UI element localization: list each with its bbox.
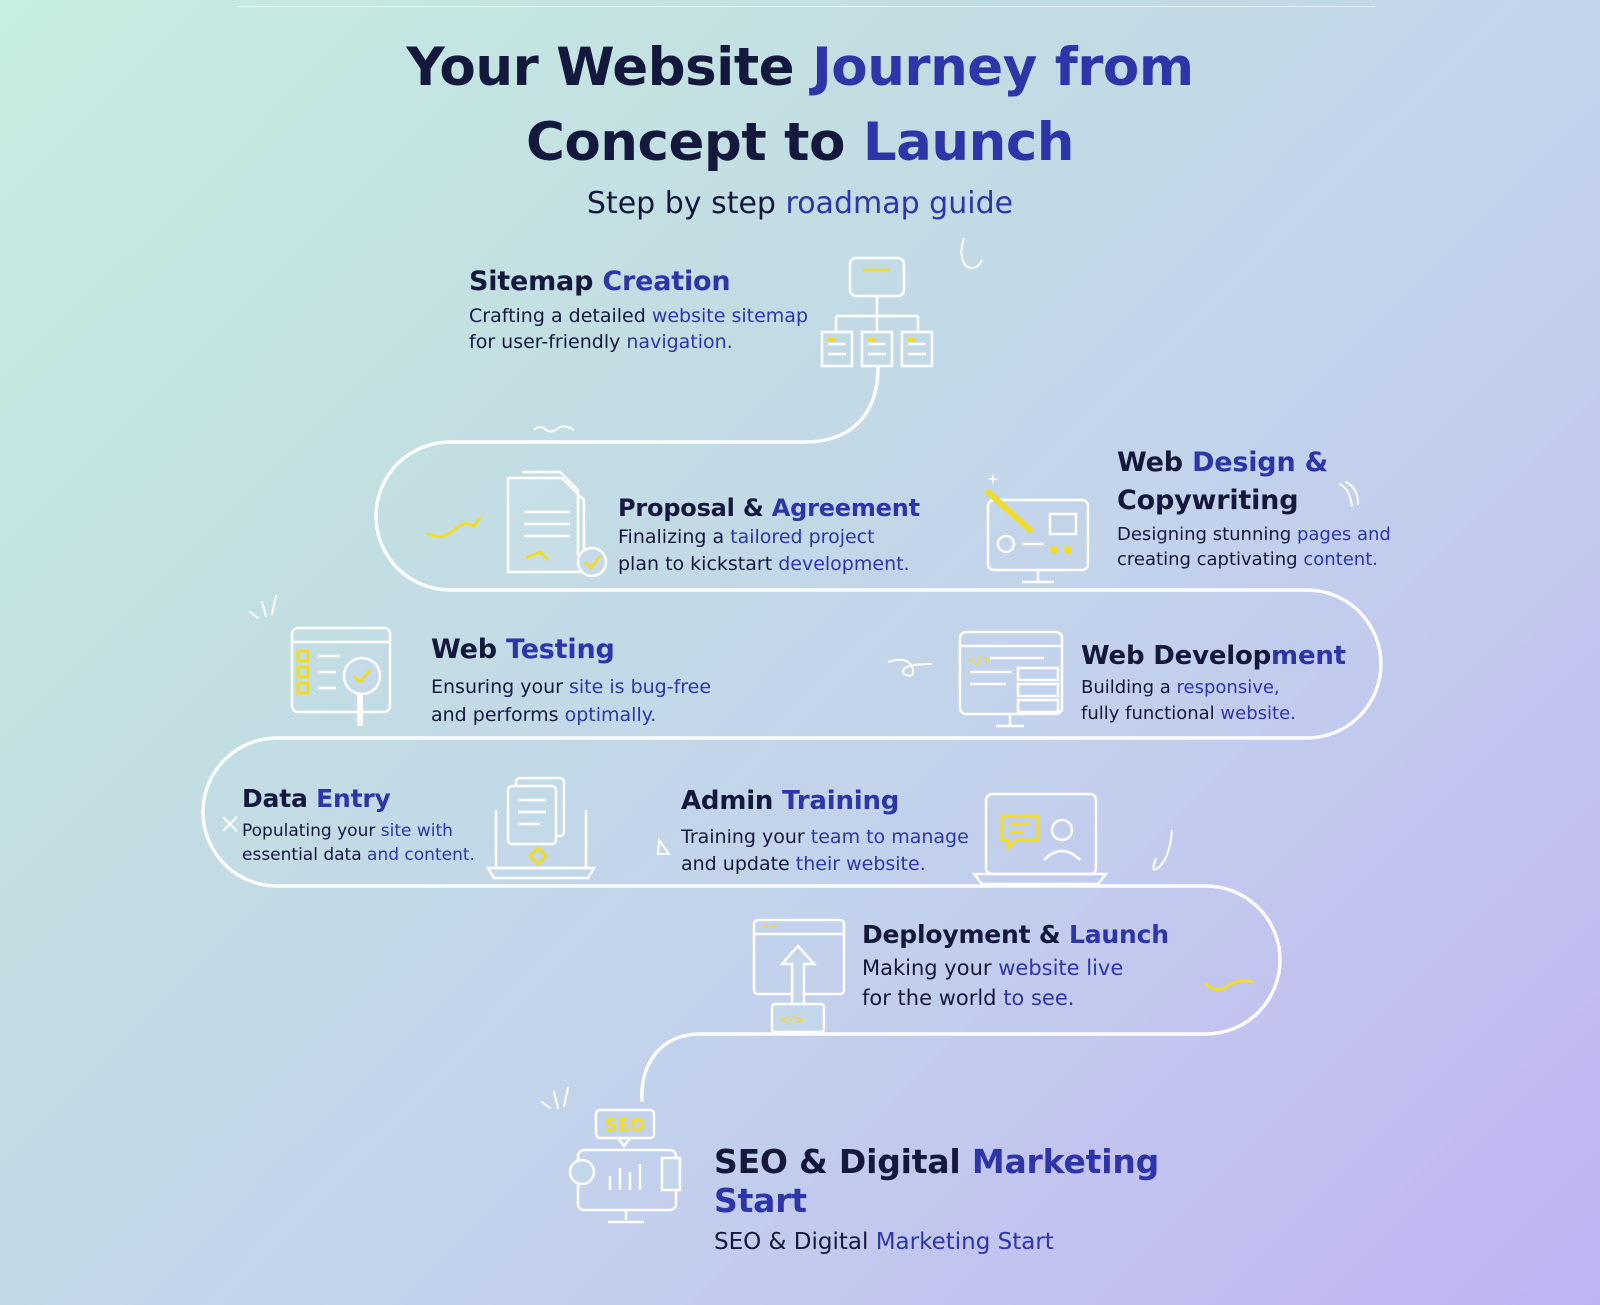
sparkle-doodle-icon: [541, 1087, 569, 1109]
star-doodle-icon: [987, 473, 999, 485]
step-web-testing: Web Testing Ensuring your site is bug-fr…: [431, 634, 761, 729]
step-deployment-launch: Deployment & Launch Making your website …: [862, 920, 1182, 1013]
svg-text:</>: </>: [780, 1013, 804, 1028]
laptop-video-training-icon: [972, 792, 1108, 886]
step-title: Sitemap Creation: [469, 266, 731, 297]
wave-doodle-icon: [533, 425, 575, 433]
step-title: Data Entry: [242, 784, 391, 813]
squiggle-doodle-icon: [426, 516, 482, 538]
sparkle-doodle-icon: [1339, 481, 1359, 507]
step-title: Proposal & Agreement: [618, 494, 920, 522]
step-data-entry: Data Entry Populating your site with ess…: [242, 784, 502, 867]
step-sitemap-creation: Sitemap Creation Crafting a detailed web…: [469, 266, 829, 355]
step-admin-training: Admin Training Training your team to man…: [681, 786, 1001, 878]
testing-magnifier-icon: [290, 626, 392, 726]
page-title-line1: Your Website Journey from: [406, 37, 1194, 98]
step-title: Web Design &Copywriting: [1117, 447, 1329, 516]
step-web-development: Web Development Building a responsive, f…: [1081, 641, 1381, 727]
squiggle-doodle-icon: [1204, 979, 1254, 991]
swirl-doodle-icon: [960, 237, 983, 269]
step-description: Finalizing a tailored project plan to ki…: [618, 526, 910, 575]
page-subtitle: Step by step roadmap guide: [586, 186, 1014, 221]
step-title: Web Development: [1081, 641, 1346, 671]
seo-icon-label: SEO: [605, 1115, 646, 1136]
step-description: Populating your site with essential data…: [242, 821, 475, 865]
document-check-icon: [506, 470, 608, 578]
step-title: Admin Training: [681, 786, 900, 816]
step-web-design-copywriting: Web Design &Copywriting Designing stunni…: [1117, 444, 1417, 572]
laptop-documents-icon: [486, 776, 596, 880]
step-description: Training your team to manage and update …: [681, 826, 969, 875]
step-title: SEO & Digital Marketing Start: [714, 1142, 1160, 1220]
design-monitor-icon: [985, 489, 1090, 584]
sparkle-doodle-icon: [249, 595, 277, 619]
step-description: Crafting a detailed website sitemap for …: [469, 305, 809, 353]
step-title: Web Testing: [431, 634, 615, 665]
triangle-doodle-icon: [656, 838, 671, 855]
top-divider: [237, 6, 1375, 7]
step-description: Designing stunning pages and creating ca…: [1117, 524, 1391, 570]
step-seo-marketing: SEO & Digital Marketing Start SEO & Digi…: [714, 1142, 1234, 1258]
step-description: SEO & Digital Marketing Start: [714, 1229, 1054, 1255]
swirl-doodle-icon: [887, 658, 933, 677]
step-description: Building a responsive, fully functional …: [1081, 677, 1296, 724]
step-description: Ensuring your site is bug-free and perfo…: [431, 676, 712, 726]
page-title-line2: Concept to Launch: [526, 112, 1074, 173]
step-description: Making your website live for the world t…: [862, 956, 1124, 1010]
upload-code-icon: </>: [752, 918, 846, 1034]
svg-text:</>: </>: [968, 653, 990, 667]
step-proposal-agreement: Proposal & Agreement Finalizing a tailor…: [618, 494, 948, 578]
step-title: Deployment & Launch: [862, 920, 1169, 949]
cross-doodle-icon: [222, 816, 238, 832]
sitemap-icon: [820, 256, 934, 368]
swirl-doodle-icon: [1152, 829, 1173, 871]
seo-monitor-icon: SEO: [568, 1108, 682, 1224]
code-monitor-icon: </>: [958, 630, 1064, 728]
